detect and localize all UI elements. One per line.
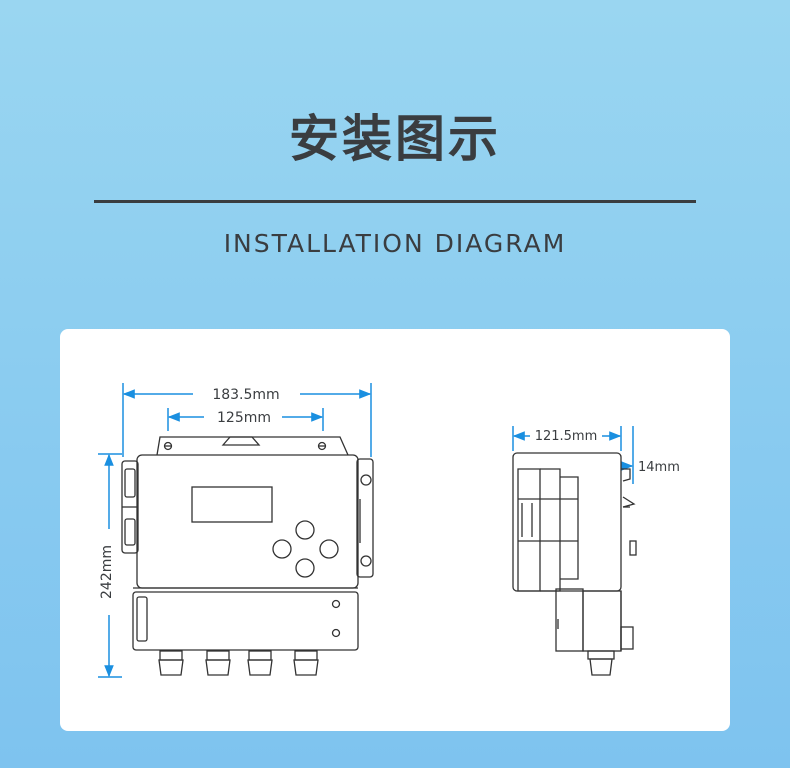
installation-drawing: 183.5mm 125mm 242mm — [98, 383, 680, 678]
bracket-offset-label: 14mm — [638, 460, 680, 475]
title-divider — [94, 200, 696, 203]
page-subtitle: INSTALLATION DIAGRAM — [223, 229, 567, 258]
front-dimensions: 183.5mm 125mm 242mm — [98, 383, 372, 678]
cable-glands — [158, 650, 319, 676]
side-dimensions: 121.5mm 14mm — [512, 426, 680, 484]
overall-width-label: 183.5mm — [212, 387, 279, 403]
height-label: 242mm — [99, 545, 115, 599]
diagram-panel: 183.5mm 125mm 242mm — [60, 329, 730, 731]
mount-width-label: 125mm — [217, 410, 271, 426]
side-view-device — [512, 452, 637, 676]
page-title: 安装图示 — [289, 110, 501, 168]
front-view-device — [121, 436, 374, 676]
depth-label: 121.5mm — [535, 429, 598, 444]
